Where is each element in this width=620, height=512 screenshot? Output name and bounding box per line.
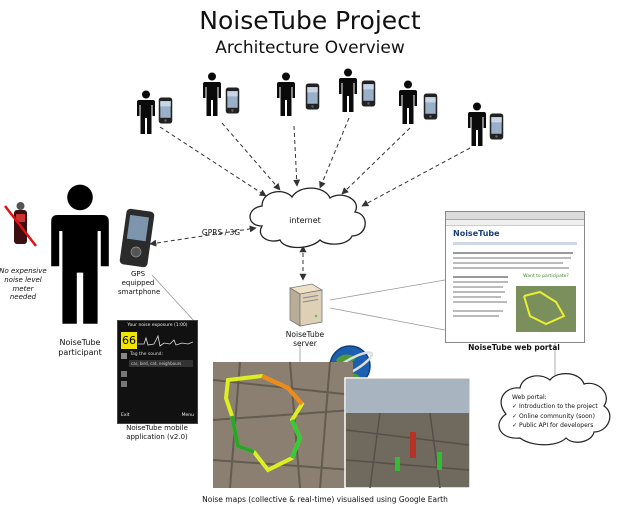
- portal-text-line: [453, 262, 563, 264]
- internet-label: internet: [280, 216, 330, 226]
- tag-label: Tag the sound:: [130, 352, 163, 357]
- gps-smartphone-icon: [119, 208, 155, 267]
- person-icon: [137, 91, 155, 135]
- arrow-user-2: [222, 123, 280, 190]
- mobile-app-screenshot: Your noise exposure (1:00) 66 Tag the so…: [117, 320, 198, 424]
- portal-map-thumbnail: [516, 286, 576, 332]
- smartphone-icon: [159, 98, 173, 124]
- portal-map-trace: [516, 286, 576, 332]
- noise-map-2d: [213, 362, 353, 488]
- portal-text-line: [453, 291, 505, 293]
- gprs-label: GPRS / 3G: [192, 228, 250, 237]
- check-icon: ✓: [512, 403, 517, 410]
- person-icon: [339, 69, 357, 113]
- location-icon: [121, 371, 127, 377]
- smartphone-icon: [226, 88, 240, 114]
- portal-bubble-title: Web portal:: [512, 393, 604, 402]
- smartphone-icon: [490, 114, 504, 140]
- gps-phone-label: GPS equipped smartphone: [118, 270, 158, 296]
- noise-waveform-graph: [138, 332, 193, 349]
- person-icon: [277, 73, 295, 117]
- mobile-app-label: NoiseTube mobile application (v2.0): [112, 424, 202, 442]
- sound-meter-crossed-icon: [5, 202, 36, 246]
- smartphone-icon: [306, 84, 320, 110]
- server-icon: [290, 284, 322, 326]
- exit-softkey[interactable]: Exit: [121, 413, 130, 418]
- participant-figure-icon: [51, 185, 109, 324]
- portal-text-line: [453, 281, 508, 283]
- person-icon: [399, 81, 417, 125]
- arrow-user-1: [160, 127, 266, 196]
- maps-caption: Noise maps (collective & real-time) visu…: [160, 495, 490, 504]
- connector-server-portal: [330, 280, 445, 300]
- portal-text-line: [453, 310, 503, 312]
- browser-address-bar: [446, 220, 584, 226]
- check-icon: ✓: [512, 413, 517, 420]
- check-icon: ✓: [512, 422, 517, 429]
- smartphone-icon: [362, 81, 376, 107]
- portal-bubble-item: ✓ Introduction to the project: [512, 402, 604, 411]
- portal-text-line: [453, 315, 499, 317]
- arrow-user-4: [320, 118, 349, 188]
- app-header: Your noise exposure (1:00): [118, 323, 197, 328]
- connector-phone-app: [152, 275, 195, 322]
- portal-text-line: [453, 301, 507, 303]
- settings-icon: [121, 381, 127, 387]
- tag-icon: [121, 353, 127, 359]
- portal-text-line: [453, 252, 573, 254]
- participate-link[interactable]: Want to participate?: [514, 274, 578, 279]
- arrow-user-5: [342, 128, 410, 194]
- portal-bubble-item: ✓ Online community (soon): [512, 412, 604, 421]
- portal-text-line: [453, 276, 508, 278]
- tag-input[interactable]: car, bird, cat, neighbours: [129, 360, 193, 367]
- web-portal-screenshot: NoiseTube Want to participate?: [445, 211, 585, 343]
- crowd: [137, 69, 503, 147]
- noise-map-3d: [345, 378, 470, 488]
- no-meter-label: No expensive noise level meter needed: [0, 267, 47, 302]
- portal-text-line: [453, 257, 571, 259]
- connector-server-portal-2: [330, 308, 445, 330]
- portal-bubble-item: ✓ Public API for developers: [512, 421, 604, 430]
- portal-logo: NoiseTube: [453, 229, 500, 238]
- portal-text-line: [453, 286, 503, 288]
- browser-titlebar: [446, 212, 584, 220]
- smartphone-icon: [424, 94, 438, 120]
- menu-softkey[interactable]: Menu: [182, 413, 194, 418]
- server-label: NoiseTube server: [280, 330, 330, 349]
- portal-text-line: [453, 296, 501, 298]
- person-icon: [468, 103, 486, 147]
- portal-bubble: Web portal: ✓ Introduction to the projec…: [512, 393, 604, 430]
- portal-text-line: [453, 267, 569, 269]
- db-meter: 66: [121, 332, 137, 349]
- arrow-user-6: [362, 148, 470, 206]
- arrow-user-3: [294, 126, 297, 186]
- web-portal-label: NoiseTube web portal: [445, 343, 583, 352]
- participant-label: NoiseTube participant: [44, 338, 116, 358]
- portal-nav-bar: [453, 242, 577, 245]
- person-icon: [203, 73, 221, 117]
